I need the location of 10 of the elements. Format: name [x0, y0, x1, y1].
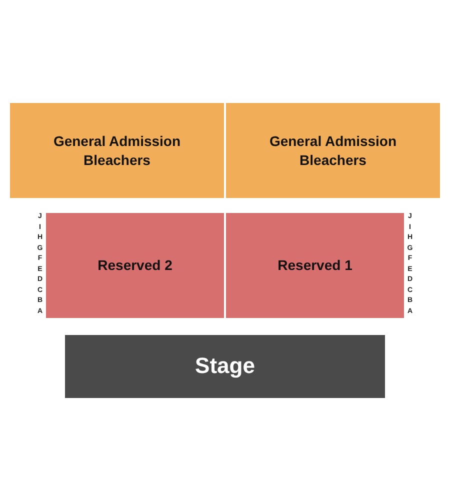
section-label: General Admission Bleachers: [268, 132, 398, 169]
stage-label: Stage: [195, 352, 255, 380]
seating-section: [226, 213, 404, 318]
section-label: Reserved 1: [278, 256, 352, 275]
seating-section: [10, 103, 224, 198]
seating-section: [46, 213, 224, 318]
section-label: General Admission Bleachers: [52, 132, 182, 169]
section-label: Reserved 2: [98, 256, 172, 275]
seating-section: [226, 103, 440, 198]
stage-area: [65, 335, 385, 398]
